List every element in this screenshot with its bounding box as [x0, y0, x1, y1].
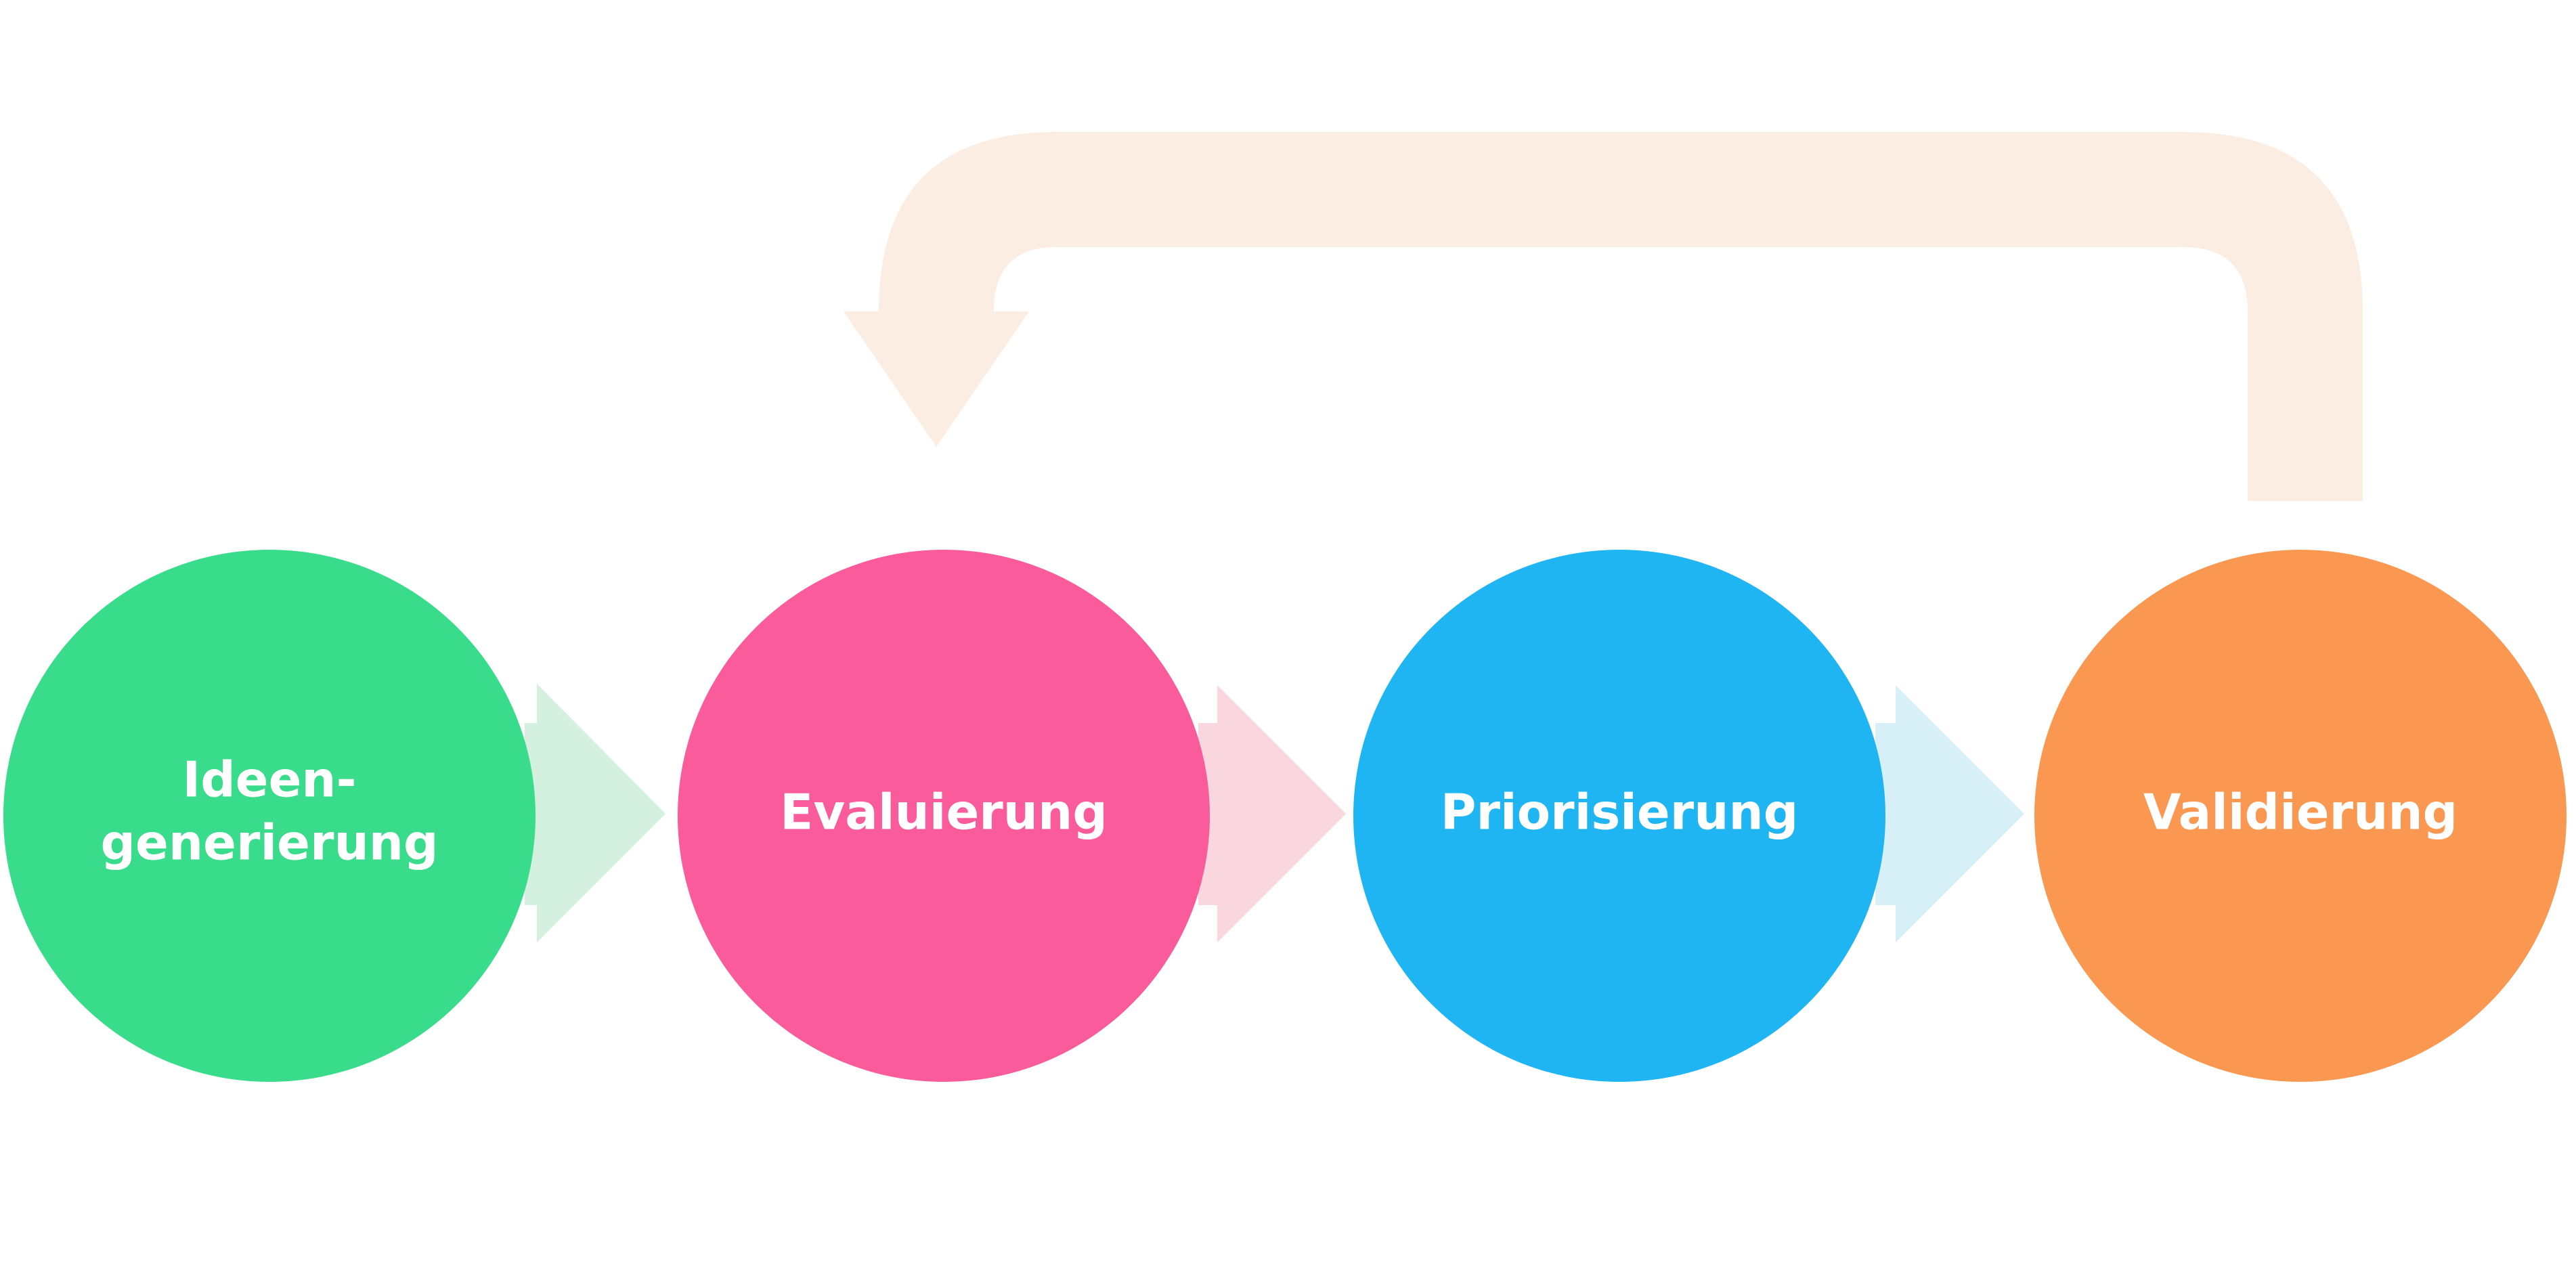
connector-arrow-1 — [525, 684, 665, 942]
connector-arrow-3 — [1875, 685, 2024, 942]
stage-label-ideengenerierung-line1: Ideen- — [182, 751, 356, 808]
stage-circle-ideengenerierung — [3, 550, 536, 1082]
stage-label-ideengenerierung-line2: generierung — [100, 814, 438, 871]
stage-label-evaluierung: Evaluierung — [780, 784, 1108, 841]
feedback-loop-arrow — [844, 132, 2363, 501]
connector-arrow-2 — [1198, 685, 1346, 942]
stage-label-validierung: Validierung — [2143, 784, 2458, 841]
stage-circle-validierung — [2034, 550, 2567, 1082]
stage-circle-priorisierung — [1353, 550, 1885, 1082]
stage-label-priorisierung: Priorisierung — [1441, 784, 1799, 841]
stage-circle-evaluierung — [678, 550, 1210, 1082]
